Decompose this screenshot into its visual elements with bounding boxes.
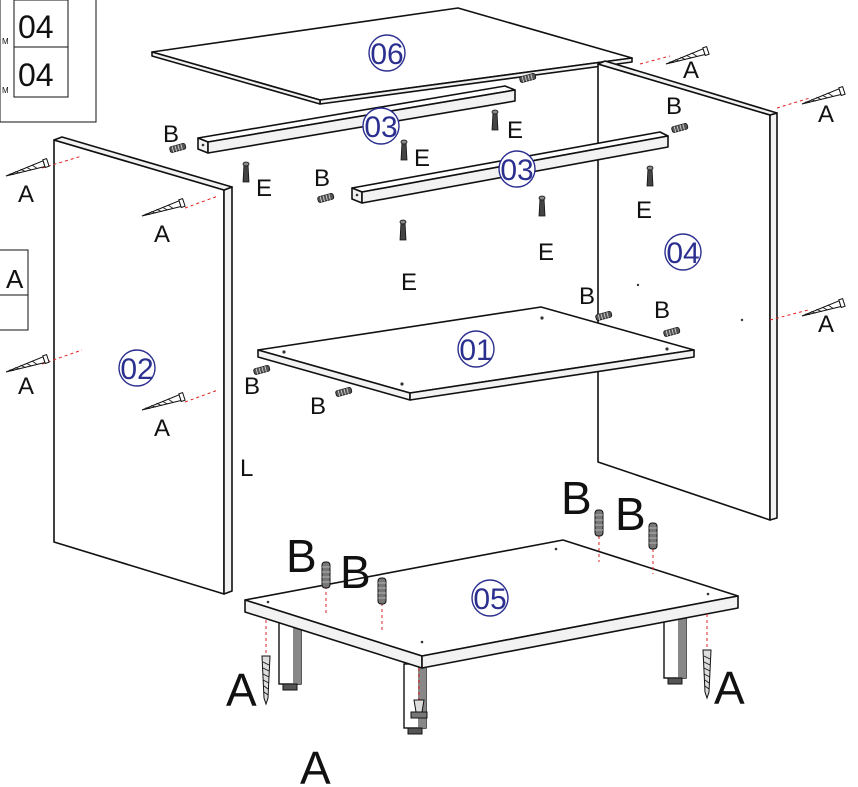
dowel-icon <box>334 386 353 398</box>
leg-icon <box>278 619 302 691</box>
side-box: A <box>0 249 29 331</box>
cam-bolt-icon <box>399 219 407 241</box>
part-06-label: 06 <box>370 38 403 71</box>
panel-04 <box>597 60 778 521</box>
rail-03-upper <box>197 85 516 154</box>
label-a: A <box>300 742 331 787</box>
screw-icon <box>702 649 712 699</box>
legs <box>278 613 687 735</box>
screw-icon <box>261 655 271 705</box>
label-e: E <box>401 269 417 296</box>
dowel-icon <box>316 192 335 204</box>
label-b: B <box>314 165 330 192</box>
label-b: B <box>340 546 371 598</box>
part-05-label: 05 <box>473 583 506 616</box>
cam-bolt-icon <box>491 109 499 131</box>
table-prefix-1: M <box>2 37 9 46</box>
parts-table: M M 04 04 <box>0 0 97 123</box>
screws-a <box>4 46 846 719</box>
label-a: A <box>683 57 699 84</box>
label-e: E <box>636 197 652 224</box>
label-l: L <box>240 455 253 482</box>
label-e: E <box>256 175 272 202</box>
label-a: A <box>226 664 257 716</box>
label-b: B <box>244 373 260 400</box>
label-b: B <box>666 93 682 120</box>
label-b: B <box>163 121 179 148</box>
label-a: A <box>818 101 834 128</box>
table-row-1: 04 <box>18 9 54 45</box>
label-e: E <box>507 117 523 144</box>
part-01-label: 01 <box>459 334 492 367</box>
screw-icon <box>410 699 428 719</box>
part-03-label-lower: 03 <box>500 154 533 187</box>
dowel-icon <box>321 561 331 589</box>
label-e: E <box>538 239 554 266</box>
side-box-label: A <box>6 264 24 294</box>
cam-bolt-icon <box>242 161 250 183</box>
label-b: B <box>310 393 326 420</box>
screw-icon <box>4 158 50 181</box>
part-callouts: 06 03 03 04 02 01 05 <box>118 34 702 617</box>
dowel-icon <box>594 509 604 537</box>
label-a: A <box>154 221 170 248</box>
label-a: A <box>18 373 34 400</box>
hardware-labels: A A A A A A A A A A B B B B B B B B B B … <box>18 57 834 787</box>
part-04-label: 04 <box>666 237 699 270</box>
dowel-icon <box>377 577 387 605</box>
leg-icon <box>403 663 427 735</box>
label-a: A <box>818 311 834 338</box>
table-prefix-2: M <box>2 86 9 95</box>
table-row-2: 04 <box>18 57 54 93</box>
label-a: A <box>154 415 170 442</box>
label-b: B <box>615 488 646 540</box>
label-a: A <box>714 662 745 714</box>
label-b: B <box>286 530 317 582</box>
cam-bolt-icon <box>538 195 546 217</box>
label-e: E <box>414 145 430 172</box>
label-b: B <box>561 472 592 524</box>
label-a: A <box>18 181 34 208</box>
part-03-label-upper: 03 <box>364 111 397 144</box>
cam-bolt-icon <box>646 165 654 187</box>
part-02-label: 02 <box>120 353 153 386</box>
label-b: B <box>654 297 670 324</box>
cam-bolt-icon <box>400 139 408 161</box>
label-b: B <box>579 283 595 310</box>
dowel-icon <box>648 522 658 550</box>
leg-icon <box>663 613 687 685</box>
